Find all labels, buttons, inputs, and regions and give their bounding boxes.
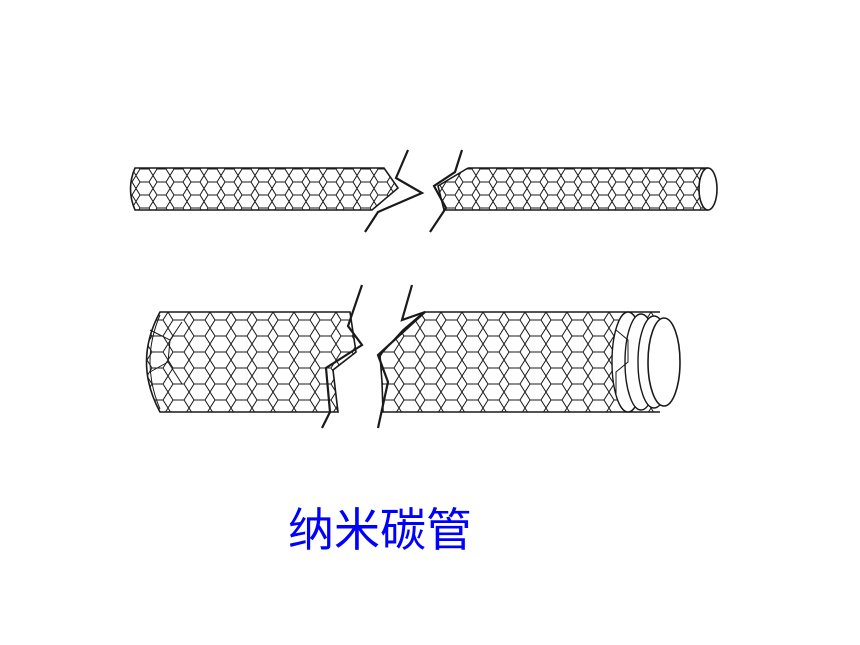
multi-wall-right-segment: [379, 311, 681, 413]
single-wall-right-segment: [437, 167, 718, 211]
multi-wall-nanotube: [145, 284, 681, 429]
concentric-wall-ends: [611, 311, 681, 413]
caption: 纳米碳管: [288, 503, 472, 557]
single-wall-left-segment: [129, 167, 400, 211]
single-wall-break-lines: [364, 149, 464, 233]
multi-wall-break-lines: [321, 284, 426, 429]
multi-wall-left-segment: [145, 311, 357, 413]
single-wall-nanotube: [129, 149, 718, 233]
rounded-cap: [149, 314, 183, 410]
